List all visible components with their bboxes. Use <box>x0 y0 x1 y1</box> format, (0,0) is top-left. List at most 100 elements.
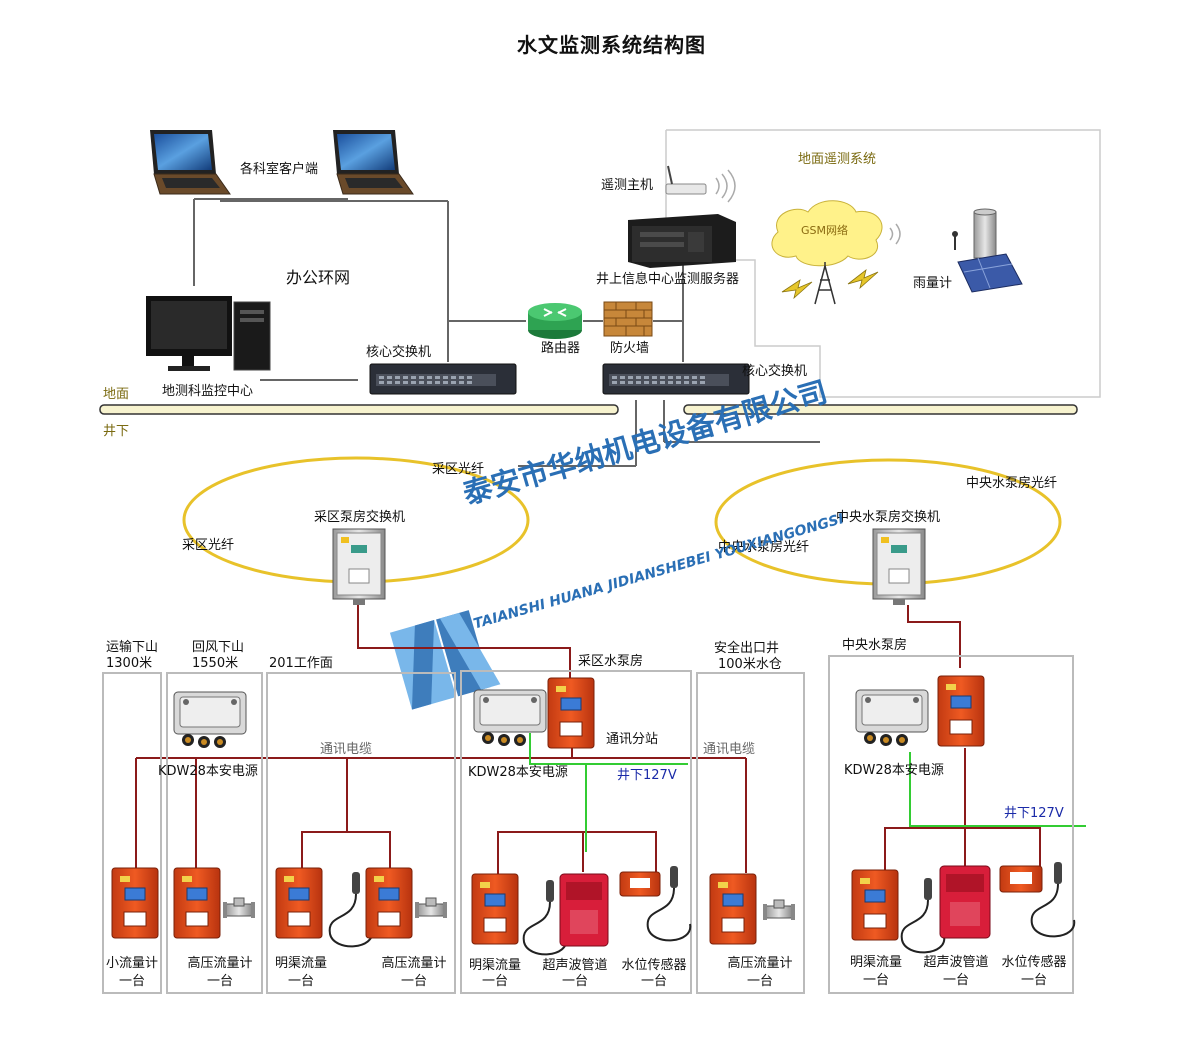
device-qty: 一台 <box>746 974 773 989</box>
flow-meter-icon <box>173 867 221 939</box>
device-qty: 一台 <box>206 974 233 989</box>
core-switch-right-label: 核心交换机 <box>742 364 808 379</box>
router-icon <box>528 303 582 339</box>
laptop-icon <box>332 129 414 195</box>
device-qty: 一台 <box>640 974 667 989</box>
cable-label-1: 通讯电缆 <box>320 742 373 757</box>
ground-bar-left <box>99 404 619 415</box>
substation-label: 通讯分站 <box>606 732 659 747</box>
return-label-1: 回风下山 <box>192 640 245 655</box>
return-label-2: 1550米 <box>192 656 239 671</box>
firewall-label: 防火墙 <box>610 341 650 356</box>
power-label-1: 井下127V <box>617 768 677 783</box>
psu-box-icon <box>855 689 929 747</box>
device-qty: 一台 <box>481 974 508 989</box>
psu-box-icon <box>473 689 547 747</box>
gsm-cloud-icon <box>771 200 883 267</box>
device-qty: 一台 <box>862 973 889 988</box>
probe-sensor-icon <box>900 877 946 954</box>
flow-meter-icon <box>365 867 413 939</box>
flow-meter-icon <box>111 867 159 939</box>
device-name: 明渠流量 <box>274 956 327 971</box>
rain-gauge-label: 雨量计 <box>913 276 953 291</box>
psu-label-2: KDW28本安电源 <box>468 765 568 780</box>
wifi-device-icon <box>665 165 736 203</box>
substation-icon <box>547 677 595 749</box>
device-name: 明渠流量 <box>849 955 902 970</box>
workface-label: 201工作面 <box>269 656 333 671</box>
central-pump-label: 中央水泵房 <box>842 638 908 653</box>
telemetry-frame <box>665 129 1101 398</box>
device-qty: 一台 <box>942 973 969 988</box>
psu-box-icon <box>173 691 247 749</box>
signal-waves-icon <box>889 223 901 245</box>
clients-label: 各科室客户端 <box>240 162 319 177</box>
ground-label: 地面 <box>103 387 130 402</box>
communication-cables <box>135 605 1041 874</box>
flow-meter-icon <box>275 867 323 939</box>
device-qty: 一台 <box>400 974 427 989</box>
desktop-computer-icon <box>146 296 271 371</box>
level-sensor-icon <box>999 865 1043 893</box>
underground-label: 井下 <box>103 424 130 439</box>
exit-label-2: 100米水仓 <box>718 657 782 672</box>
exit-label-1: 安全出口井 <box>714 641 780 656</box>
mining-switch-label: 采区泵房交换机 <box>314 510 406 525</box>
server-icon <box>628 214 736 268</box>
device-name: 水位传感器 <box>621 958 687 973</box>
power-label-2: 井下127V <box>1004 806 1064 821</box>
device-name: 超声波管道 <box>542 958 608 973</box>
pipe-sensor-icon <box>762 899 796 921</box>
device-name: 高压流量计 <box>381 956 447 971</box>
rain-gauge-icon <box>952 208 1023 293</box>
ground-bar-right <box>683 404 1078 415</box>
flow-meter-icon <box>851 869 899 941</box>
firewall-icon <box>603 301 653 337</box>
device-name: 明渠流量 <box>468 958 521 973</box>
transport-label-1: 运输下山 <box>106 640 159 655</box>
psu-label-3: KDW28本安电源 <box>844 763 944 778</box>
device-name: 超声波管道 <box>923 955 989 970</box>
flow-meter-icon <box>709 873 757 945</box>
transport-label-2: 1300米 <box>106 656 153 671</box>
office-network-lines <box>193 198 820 467</box>
cable-label-2: 通讯电缆 <box>703 742 756 757</box>
cell-tower-icon <box>814 262 836 305</box>
ultrasonic-meter-icon <box>939 865 991 939</box>
lightning-icon <box>781 268 879 300</box>
psu-label-1: KDW28本安电源 <box>158 764 258 779</box>
telemetry-system-label: 地面遥测系统 <box>798 152 877 167</box>
flow-meter-icon <box>471 873 519 945</box>
gsm-label: GSM网络 <box>801 224 848 237</box>
power-lines <box>529 733 1086 852</box>
substation-icon <box>937 675 985 747</box>
group-frames <box>102 655 1074 994</box>
pipe-sensor-icon <box>222 897 256 919</box>
core-switch-left-label: 核心交换机 <box>366 345 432 360</box>
device-name: 水位传感器 <box>1001 955 1067 970</box>
device-name: 小流量计 <box>105 956 158 971</box>
core-switch-left-icon <box>369 363 517 395</box>
telemetry-host-label: 遥测主机 <box>601 178 654 193</box>
core-switch-right-icon <box>602 363 750 395</box>
level-sensor-icon <box>619 871 661 897</box>
device-qty: 一台 <box>1020 973 1047 988</box>
device-name: 高压流量计 <box>727 956 793 971</box>
mining-fiber-left-label: 采区光纤 <box>182 538 235 553</box>
office-network-label: 办公环网 <box>286 268 351 287</box>
monitor-center-label: 地测科监控中心 <box>162 384 254 399</box>
device-name: 高压流量计 <box>187 956 253 971</box>
central-fiber-left-label: 中央水泵房光纤 <box>718 540 810 555</box>
ultrasonic-meter-icon <box>559 873 609 947</box>
mining-fiber-top-label: 采区光纤 <box>432 462 485 477</box>
page-title: 水文监测系统结构图 <box>517 33 706 57</box>
router-label: 路由器 <box>541 341 581 356</box>
company-logo <box>389 610 501 710</box>
central-switch-label: 中央水泵房交换机 <box>836 510 941 525</box>
device-qty: 一台 <box>118 974 145 989</box>
laptop-icon <box>149 129 231 195</box>
device-qty: 一台 <box>561 974 588 989</box>
device-qty: 一台 <box>287 974 314 989</box>
